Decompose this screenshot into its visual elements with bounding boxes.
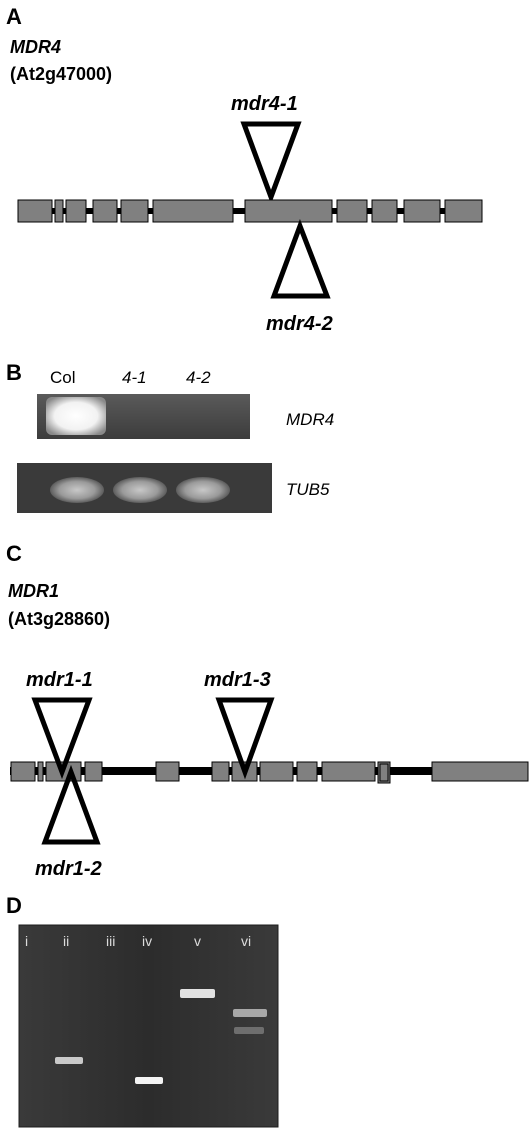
mdr1-exon <box>377 761 391 784</box>
mdr1-exon <box>211 761 230 782</box>
mdr1-1-insertion-triangle <box>31 697 93 780</box>
panel-c: C MDR1 (At3g28860) mdr1-1 mdr1-3 mdr1-2 <box>6 541 529 880</box>
mdr4-rt-pcr-gel <box>37 394 250 439</box>
panel-d: D i ii iii iv v vi <box>6 893 279 1128</box>
gel-band <box>233 1009 267 1017</box>
tub5-rt-pcr-gel <box>17 463 272 513</box>
gel-band <box>234 1027 264 1034</box>
lane-label-vi: vi <box>241 933 251 949</box>
gel-band <box>55 1057 83 1064</box>
gel-background <box>19 925 278 1127</box>
lane-label-4-1: 4-1 <box>122 368 147 387</box>
gel-band <box>180 989 215 998</box>
mdr4-2-insertion-triangle <box>270 218 331 299</box>
mdr1-exon <box>259 761 294 782</box>
mdr1-2-insertion-triangle <box>41 764 101 845</box>
lane-label-4-2: 4-2 <box>186 368 211 387</box>
mdr4-exon <box>444 199 483 223</box>
mdr4-exon <box>336 199 368 223</box>
mdr4-exon <box>244 199 333 223</box>
mdr1-exon <box>431 761 529 782</box>
mdr4-exon <box>92 199 118 223</box>
lane-label-iii: iii <box>106 933 115 949</box>
gel-band <box>50 477 104 503</box>
gel-band <box>135 1077 163 1084</box>
mdr4-exon <box>371 199 398 223</box>
mdr4-1-insertion-triangle <box>240 121 302 205</box>
lane-label-col: Col <box>50 368 76 387</box>
mdr4-exon <box>403 199 441 223</box>
mdr1-exon <box>37 761 44 782</box>
gel-label-tub5: TUB5 <box>286 480 330 499</box>
panel-a: A MDR4 (At2g47000) mdr4-1 mdr4-2 <box>6 4 483 335</box>
panel-a-letter: A <box>6 4 22 29</box>
mdr1-gene-id: (At3g28860) <box>8 609 110 629</box>
mdr4-gene-name: MDR4 <box>10 37 61 57</box>
mdr1-gene-model <box>10 761 529 784</box>
mdr4-1-label: mdr4-1 <box>231 93 298 115</box>
mdr1-exon <box>10 761 36 782</box>
mdr4-gene-model <box>17 199 483 223</box>
mdr4-exon <box>120 199 149 223</box>
panel-b: B Col 4-1 4-2 MDR4 TUB5 <box>6 360 334 513</box>
mdr4-exon <box>17 199 53 223</box>
mdr1-2-label: mdr1-2 <box>35 858 102 880</box>
mdr4-2-label: mdr4-2 <box>266 313 333 335</box>
mdr4-exon <box>65 199 87 223</box>
mdr1-3-label: mdr1-3 <box>204 669 271 691</box>
lane-label-iv: iv <box>142 933 152 949</box>
mdr4-gene-id: (At2g47000) <box>10 64 112 84</box>
mdr1-3-insertion-triangle <box>215 697 275 780</box>
lane-label-ii: ii <box>63 933 69 949</box>
lane-label-i: i <box>25 933 28 949</box>
mdr4-exon <box>54 199 64 223</box>
mdr1-exon <box>296 761 318 782</box>
mdr4-exon <box>152 199 234 223</box>
gel-label-mdr4: MDR4 <box>286 410 334 429</box>
panel-d-letter: D <box>6 893 22 918</box>
gel-border <box>18 924 279 1128</box>
mdr1-exon <box>321 761 376 782</box>
lane-label-v: v <box>194 933 201 949</box>
panel-b-letter: B <box>6 360 22 385</box>
gel-band <box>113 477 167 503</box>
mdr1-exon <box>155 761 180 782</box>
mdr1-exon <box>84 761 103 782</box>
genotyping-gel: i ii iii iv v vi <box>18 924 279 1128</box>
mdr1-exon-outline <box>379 763 389 782</box>
mdr1-1-label: mdr1-1 <box>26 669 93 691</box>
gel-band <box>176 477 230 503</box>
mdr1-gene-name: MDR1 <box>8 581 59 601</box>
gel-band <box>46 397 106 435</box>
panel-c-letter: C <box>6 541 22 566</box>
